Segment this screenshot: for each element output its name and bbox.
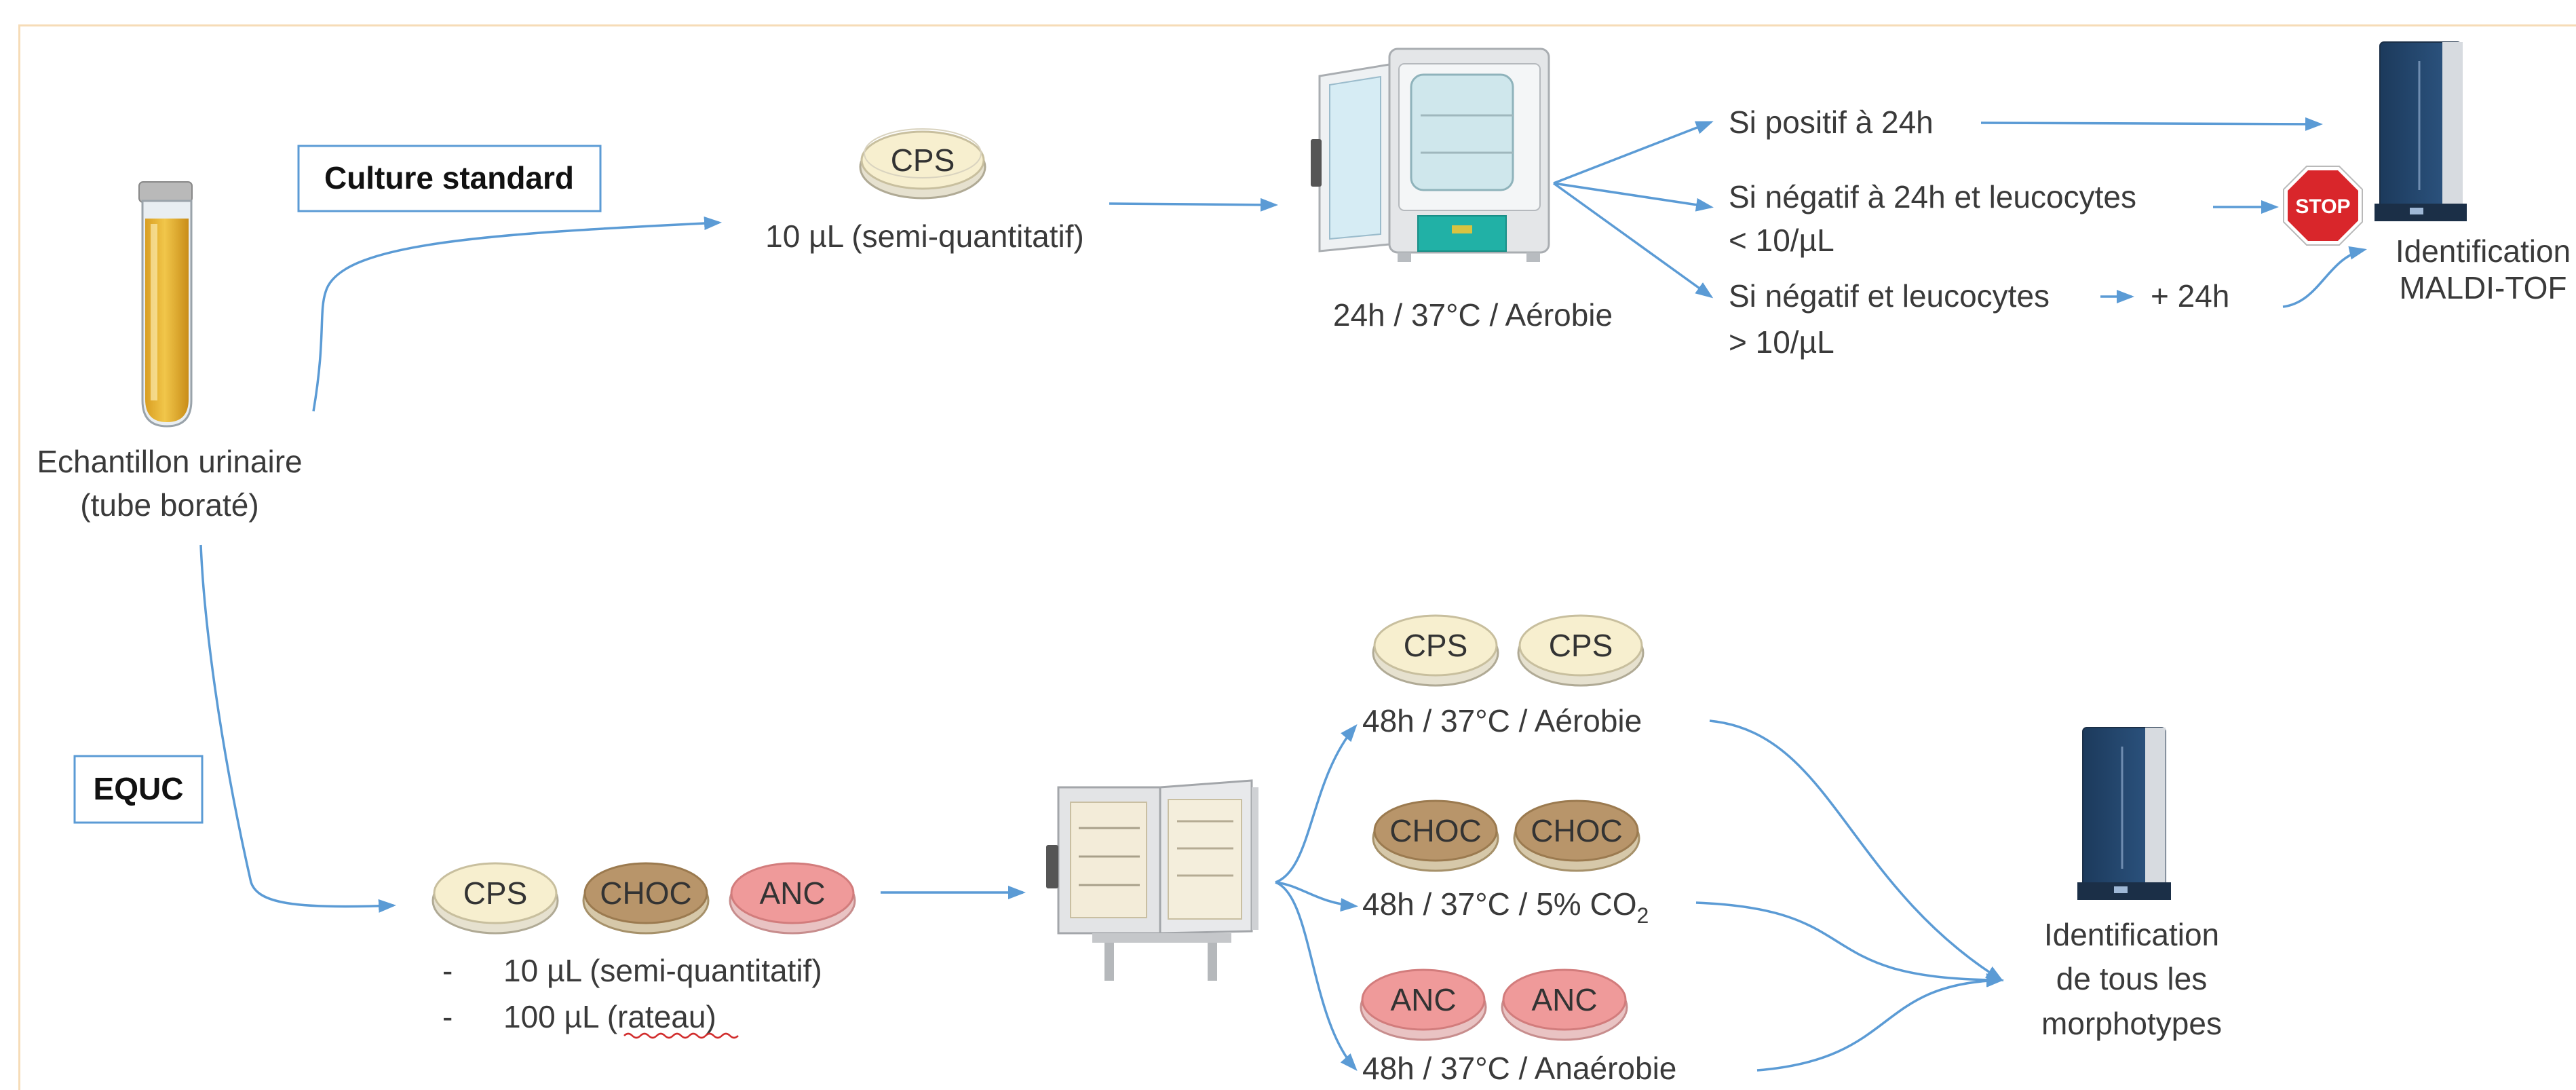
culture-standard-label: Culture standard [324,160,574,195]
anaerobic-anc-plate-2-icon [1501,969,1628,1041]
anaerobic-anc-plate-1-icon [1360,969,1487,1041]
anaerobic-anc-plate-2-label: ANC [1531,982,1597,1017]
branch-negative-low-line2: < 10/µL [1729,223,1834,258]
diagram-frame [18,24,2576,1090]
arrow-oven-to-co2 [1275,881,1358,912]
arrow-aerobic-to-ident [1709,719,2004,982]
maldi-top-label-line1: Identification [2396,233,2571,269]
branch-negative-high-line1: Si négatif et leucocytes [1729,278,2050,314]
maldi-tof-bottom-icon [2077,727,2171,900]
arrow-branch-negative-low [1553,182,1714,212]
co2-choc-plate-2-icon [1513,800,1640,872]
equc-bullet1-label: 10 µL (semi-quantitatif) [503,953,822,988]
equc-cps-plate-icon [431,862,559,935]
anaerobic-anc-plate-1-label: ANC [1390,982,1456,1017]
maldi-top-label-line2: MALDI-TOF [2399,270,2567,305]
co2-condition-label: 48h / 37°C / 5% CO2 [1362,886,1649,928]
culture-standard-box [297,145,602,212]
equc-bullet2-label: 100 µL (rateau) [503,999,716,1034]
standard-inoculum-label: 10 µL (semi-quantitatif) [765,219,1084,254]
equc-cps-plate-label: CPS [463,876,528,911]
equc-anc-plate-label: ANC [759,876,825,911]
arrow-oven-to-anaerobic [1275,881,1358,1071]
standard-incubation-label: 24h / 37°C / Aérobie [1333,297,1613,333]
anaerobic-condition-label: 48h / 37°C / Anaérobie [1362,1051,1676,1086]
co2-choc-plate-1-icon [1372,800,1499,872]
aerobic-condition-label: 48h / 37°C / Aérobie [1362,703,1642,738]
branch-positive-label: Si positif à 24h [1729,105,1934,140]
branch-negative-low-line1: Si négatif à 24h et leucocytes [1729,179,2136,214]
stop-sign-icon [2283,166,2363,246]
branch-negative-high-line2: > 10/µL [1729,324,1834,360]
incubator-icon [1311,48,1550,262]
urine-tube-icon [138,181,193,428]
arrow-branch-positive [1553,121,1714,185]
arrow-tube-to-equc [199,544,396,913]
arrow-anaerobic-to-ident [1756,973,2004,1072]
arrow-to-incubator [1109,198,1278,212]
oven-icon [1046,779,1258,981]
arrow-co2-to-ident [1695,901,2004,987]
equc-label: EQUC [94,771,184,806]
arrow-branch-negative-high [1552,182,1714,299]
sample-label-line2: (tube boraté) [80,487,258,523]
aerobic-cps-plate-2-icon [1517,614,1645,687]
aerobic-cps-plate-2-label: CPS [1549,628,1613,663]
aerobic-cps-plate-1-icon [1372,614,1499,687]
ident-bottom-line2: de tous les [2056,961,2207,996]
co2-choc-plate-1-label: CHOC [1389,813,1481,848]
spellcheck-underline [623,1032,739,1039]
equc-bullet1-marker: - [442,953,453,988]
arrow-tube-to-standard [312,217,722,412]
arrow-positive-to-maldi [1980,117,2323,131]
arrow-oven-to-aerobic [1275,723,1358,884]
cps-plate-label: CPS [891,143,955,178]
equc-box [73,755,204,824]
co2-choc-plate-2-label: CHOC [1531,813,1622,848]
extra-time-label: + 24h [2151,278,2229,314]
equc-bullet2-marker: - [442,999,453,1034]
arrow-extra-time-to-maldi [2282,246,2367,308]
sample-label-line1: Echantillon urinaire [37,444,302,479]
aerobic-cps-plate-1-label: CPS [1404,628,1468,663]
equc-choc-plate-icon [582,862,710,935]
ident-bottom-line1: Identification [2044,917,2219,952]
ident-bottom-line3: morphotypes [2041,1006,2222,1041]
maldi-tof-icon [2375,41,2467,221]
equc-anc-plate-icon [729,862,856,935]
equc-choc-plate-label: CHOC [600,876,691,911]
cps-plate-icon [859,128,986,200]
stop-sign-label: STOP [2295,195,2350,218]
